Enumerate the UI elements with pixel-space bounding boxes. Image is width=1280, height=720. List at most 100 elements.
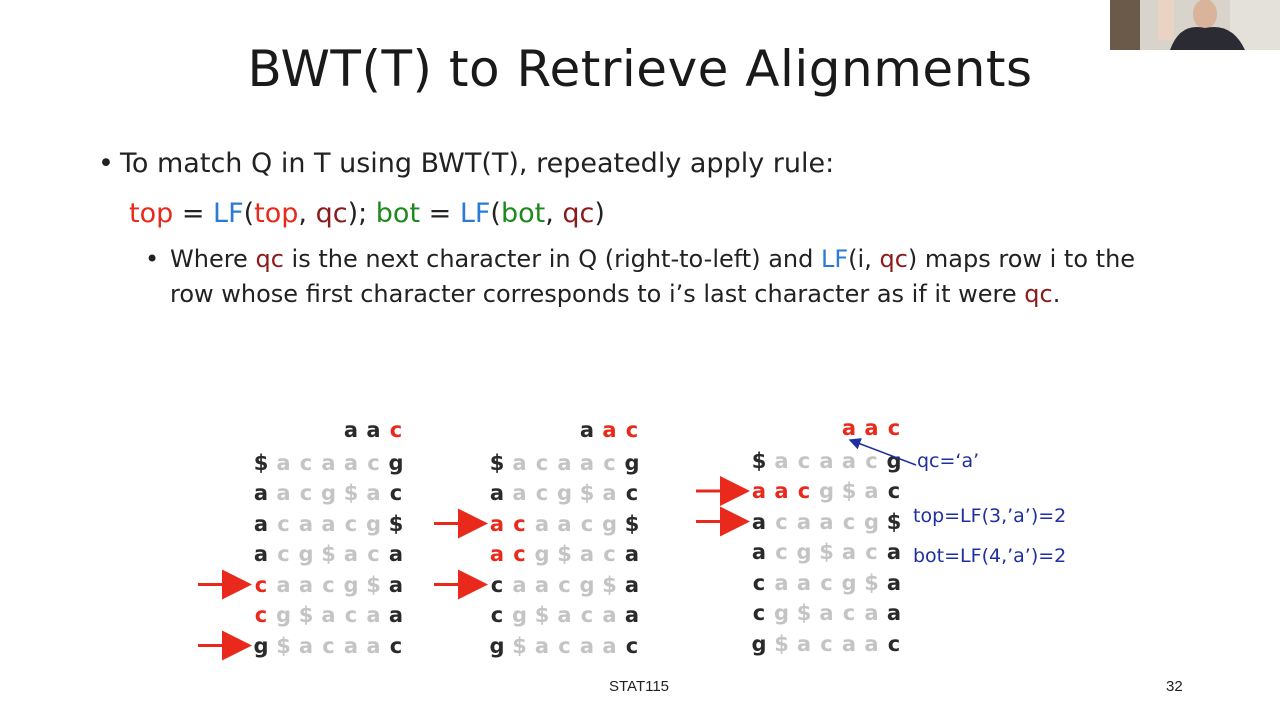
bwm-char: a xyxy=(819,509,834,534)
bwm-char: c xyxy=(490,572,504,597)
bwm-char: a xyxy=(841,631,857,656)
bwm-char: c xyxy=(344,511,358,536)
bwm-char: c xyxy=(254,572,268,597)
bwm-char: c xyxy=(842,509,856,534)
bwm-char: $ xyxy=(321,542,336,566)
bwm-char: c xyxy=(254,603,268,627)
bwm-char: a xyxy=(841,540,857,564)
webcam-image xyxy=(1110,0,1280,50)
bwm-char: c xyxy=(603,542,616,566)
bwm-char: $ xyxy=(624,511,640,536)
rule-close-2: ) xyxy=(594,198,605,229)
bwm-char: c xyxy=(580,603,594,627)
bwm-char: a xyxy=(579,633,595,658)
bwm-char: a xyxy=(534,511,550,536)
bwm-char: a xyxy=(489,481,505,505)
bwm-char: g xyxy=(253,633,269,658)
bwm-char: c xyxy=(775,540,788,564)
bwm-char: g xyxy=(886,448,902,473)
bwm-char: a xyxy=(343,633,359,658)
bwm-char: g xyxy=(320,481,337,505)
bwm-char: a xyxy=(557,450,572,475)
bwm-char: c xyxy=(322,633,335,658)
bwm-char: a xyxy=(489,511,505,536)
sub-text-1: Where xyxy=(170,245,256,273)
bwm-char: g xyxy=(388,450,404,475)
bwm-char: a xyxy=(579,450,595,475)
bwm-char: g xyxy=(511,603,528,627)
bwm-char: a xyxy=(366,633,381,658)
bwm-char: c xyxy=(277,511,290,536)
rule-top-arg: top xyxy=(254,198,299,229)
bwm-char: a xyxy=(796,509,812,534)
bwm-char: a xyxy=(819,601,834,625)
bwm-char: $ xyxy=(864,570,879,595)
query-char: c xyxy=(887,416,901,440)
bwm-char: $ xyxy=(819,540,834,564)
bwm-char: c xyxy=(887,479,901,503)
bwm-char: a xyxy=(321,450,336,475)
bwm-char: a xyxy=(298,633,314,658)
bwm-char: a xyxy=(512,481,527,505)
bwm-char: c xyxy=(367,542,380,566)
bwm-char: a xyxy=(751,479,767,503)
bwm-char: $ xyxy=(886,509,902,534)
bwm-char: a xyxy=(602,603,617,627)
bwm-char: a xyxy=(534,572,550,597)
bwm-char: c xyxy=(797,479,811,503)
sub-qc-2: qc xyxy=(879,245,908,273)
bwm-char: g xyxy=(751,631,767,656)
bwm-char: a xyxy=(557,511,572,536)
bwm-char: c xyxy=(299,481,313,505)
page-number: 32 xyxy=(1166,678,1183,695)
sub-lf: LF xyxy=(820,245,849,273)
bwm-char: a xyxy=(819,448,834,473)
bwm-char: $ xyxy=(298,603,314,627)
bwm-char: a xyxy=(864,601,879,625)
bwm-char: c xyxy=(865,448,878,473)
bwm-char: g xyxy=(275,603,292,627)
bwm-char: a xyxy=(321,511,336,536)
rule-close-1: ); xyxy=(347,198,376,229)
bullet-dot: • xyxy=(98,148,114,179)
bwm-char: a xyxy=(298,511,314,536)
bwm-char: a xyxy=(388,542,404,566)
bwm-char: $ xyxy=(557,542,572,566)
bwm-char: $ xyxy=(841,479,857,503)
webcam-thumbnail xyxy=(1110,0,1280,50)
query-char: a xyxy=(366,418,381,442)
bwm-char: a xyxy=(321,603,336,627)
sub-qc-1: qc xyxy=(255,245,284,273)
bwm-char: $ xyxy=(276,633,291,658)
bwm-char: a xyxy=(624,603,640,627)
bwm-char: a xyxy=(298,572,314,597)
bwm-char: c xyxy=(490,603,504,627)
bwm-char: c xyxy=(603,450,616,475)
bwm-char: g xyxy=(601,511,618,536)
rule-lf-2: LF xyxy=(459,198,491,229)
bwm-char: a xyxy=(864,631,879,656)
bwm-char: c xyxy=(797,448,811,473)
bwm-char: a xyxy=(253,481,269,505)
rule-eq-2: = xyxy=(420,198,460,229)
bwm-char: g xyxy=(796,540,812,564)
bwm-char: c xyxy=(322,572,335,597)
rule-qc-1: qc xyxy=(315,198,348,229)
bwm-char: g xyxy=(841,570,857,595)
bwm-char: a xyxy=(774,570,789,595)
query-char: a xyxy=(864,416,879,440)
top-note: top=LF(3,’a’)=2 xyxy=(913,505,1067,527)
bwm-char: $ xyxy=(388,511,404,536)
bwm-char: a xyxy=(774,448,789,473)
bwm-char: c xyxy=(887,631,901,656)
bwm-char: c xyxy=(625,633,639,658)
bwm-char: $ xyxy=(602,572,617,597)
bot-note: bot=LF(4,’a’)=2 xyxy=(913,545,1067,567)
bwm-char: g xyxy=(298,542,314,566)
bwm-char: a xyxy=(886,540,902,564)
bwm-char: g xyxy=(818,479,835,503)
bwm-char: g xyxy=(863,509,880,534)
bwm-char: c xyxy=(344,603,358,627)
